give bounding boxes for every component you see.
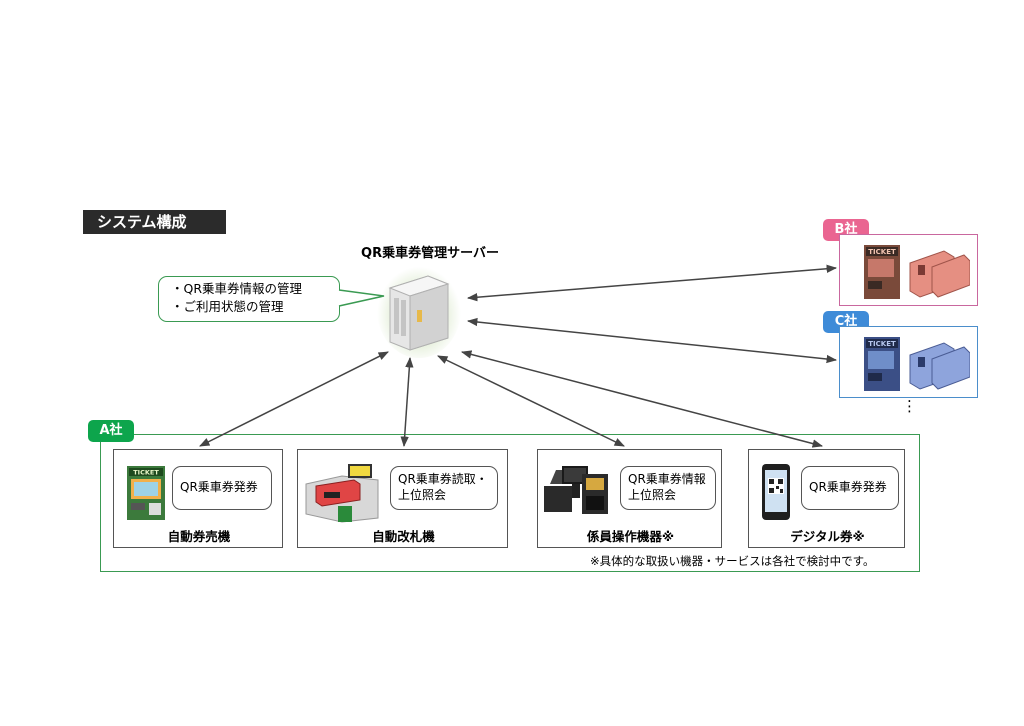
smartphone-qr-icon bbox=[762, 464, 790, 520]
arrow-server-to-digital-ticket bbox=[460, 350, 824, 448]
server-functions-callout: ・QR乗車券情報の管理 ・ご利用状態の管理 bbox=[158, 276, 340, 322]
device-label: 自動券売機 bbox=[167, 529, 231, 544]
company-b-devices-icon: TICKET bbox=[864, 245, 970, 299]
device-staff-terminal: QR乗車券情報 上位照会 係員操作機器※ bbox=[537, 449, 722, 548]
ticket-sign-text: TICKET bbox=[868, 248, 896, 256]
arrow-server-to-company-b bbox=[466, 264, 838, 302]
company-b-box: TICKET bbox=[839, 234, 978, 306]
device-function-box: QR乗車券発券 bbox=[172, 466, 272, 510]
company-c-devices-icon: TICKET bbox=[864, 337, 970, 391]
device-digital-ticket: QR乗車券発券 デジタル券※ bbox=[748, 449, 905, 548]
device-ticket-vending-machine: TICKET QR乗車券発券 自動券売機 bbox=[113, 449, 283, 548]
arrow-server-to-ticket-gate bbox=[400, 356, 414, 448]
ticket-vending-machine-icon: TICKET bbox=[127, 466, 165, 520]
device-function-text: QR乗車券読取・ bbox=[398, 472, 488, 486]
footnote: ※具体的な取扱い機器・サービスは各社で検討中です。 bbox=[590, 554, 875, 568]
device-function-text: 上位照会 bbox=[398, 488, 447, 502]
arrow-server-to-company-c bbox=[466, 317, 838, 364]
device-label: 係員操作機器※ bbox=[586, 529, 675, 544]
server-title: QR乗車券管理サーバー bbox=[361, 246, 499, 261]
ticket-sign-text: TICKET bbox=[133, 469, 159, 477]
ticket-gate-icon bbox=[305, 464, 379, 523]
device-function-box: QR乗車券発券 bbox=[801, 466, 899, 510]
device-function-box: QR乗車券読取・ 上位照会 bbox=[390, 466, 498, 510]
device-function-text: QR乗車券発券 bbox=[180, 480, 258, 494]
section-title: システム構成 bbox=[83, 210, 226, 234]
server-function-item: ・QR乗車券情報の管理 bbox=[171, 281, 303, 296]
staff-terminal-icon bbox=[544, 466, 608, 514]
device-function-box: QR乗車券情報 上位照会 bbox=[620, 466, 716, 510]
device-label: 自動改札機 bbox=[372, 529, 435, 544]
device-function-text: QR乗車券発券 bbox=[809, 480, 887, 494]
device-function-text: 上位照会 bbox=[628, 488, 677, 502]
company-c-box: TICKET bbox=[839, 326, 978, 398]
device-ticket-gate: QR乗車券読取・ 上位照会 自動改札機 bbox=[297, 449, 508, 548]
arrow-server-to-vending-machine bbox=[199, 351, 389, 447]
server-icon bbox=[377, 262, 461, 358]
device-label: デジタル券※ bbox=[790, 529, 865, 544]
device-function-text: QR乗車券情報 bbox=[628, 472, 706, 486]
server-function-item: ・ご利用状態の管理 bbox=[171, 299, 284, 314]
ticket-sign-text: TICKET bbox=[868, 340, 896, 348]
company-a-tag: A社 bbox=[88, 420, 134, 442]
